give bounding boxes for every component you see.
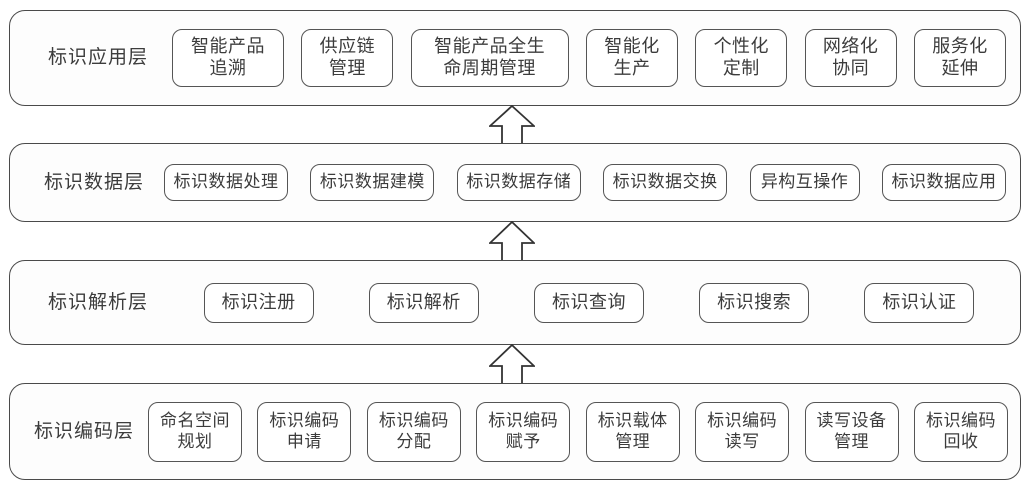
cell-networked-collaboration[interactable]: 网络化 协同 bbox=[804, 29, 897, 87]
cell-namespace-planning[interactable]: 命名空间 规划 bbox=[148, 401, 242, 462]
cell-product-lifecycle-management[interactable]: 智能产品全生 命周期管理 bbox=[410, 29, 569, 87]
arrow-coding-to-resolution bbox=[489, 344, 535, 385]
cell-identifier-data-storage[interactable]: 标识数据存储 bbox=[456, 164, 581, 201]
arrow-data-to-application bbox=[489, 105, 535, 145]
layer-cells-resolution: 标识注册 标识解析 标识查询 标识搜索 标识认证 bbox=[172, 261, 1020, 344]
layer-cells-data: 标识数据处理 标识数据建模 标识数据存储 标识数据交换 异构互操作 标识数据应用 bbox=[164, 144, 1020, 221]
cell-identifier-registration[interactable]: 标识注册 bbox=[203, 282, 314, 323]
arrow-resolution-to-data bbox=[489, 221, 535, 262]
layer-cells-coding: 命名空间 规划 标识编码 申请 标识编码 分配 标识编码 赋予 标识载体 管理 … bbox=[148, 384, 1020, 479]
cell-intelligent-production[interactable]: 智能化 生产 bbox=[585, 29, 678, 87]
cell-identifier-data-processing[interactable]: 标识数据处理 bbox=[164, 164, 288, 201]
cell-identifier-code-read-write[interactable]: 标识编码 读写 bbox=[695, 401, 790, 462]
cell-identifier-data-modeling[interactable]: 标识数据建模 bbox=[310, 164, 435, 201]
layer-panel-application: 标识应用层 智能产品 追溯 供应链 管理 智能产品全生 命周期管理 智能化 生产… bbox=[9, 10, 1021, 106]
cell-identifier-resolution[interactable]: 标识解析 bbox=[368, 282, 479, 323]
layer-title-application: 标识应用层 bbox=[47, 47, 148, 69]
cell-identifier-search[interactable]: 标识搜索 bbox=[699, 282, 810, 323]
layer-title-resolution: 标识解析层 bbox=[47, 291, 148, 313]
layer-panel-resolution: 标识解析层 标识注册 标识解析 标识查询 标识搜索 标识认证 bbox=[9, 260, 1021, 345]
layer-title-data: 标识数据层 bbox=[43, 171, 144, 193]
cell-identifier-code-assignment[interactable]: 标识编码 赋予 bbox=[476, 401, 571, 462]
cell-smart-product-tracing[interactable]: 智能产品 追溯 bbox=[172, 29, 284, 87]
cell-identifier-code-recycling[interactable]: 标识编码 回收 bbox=[913, 401, 1008, 462]
cell-supply-chain-management[interactable]: 供应链 管理 bbox=[301, 29, 394, 87]
cell-service-extension[interactable]: 服务化 延伸 bbox=[913, 29, 1006, 87]
cell-identifier-carrier-management[interactable]: 标识载体 管理 bbox=[585, 401, 680, 462]
layer-cells-application: 智能产品 追溯 供应链 管理 智能产品全生 命周期管理 智能化 生产 个性化 定… bbox=[172, 11, 1020, 105]
cell-reader-device-management[interactable]: 读写设备 管理 bbox=[804, 401, 899, 462]
cell-identifier-authentication[interactable]: 标识认证 bbox=[864, 282, 975, 323]
layer-title-coding: 标识编码层 bbox=[33, 420, 134, 442]
cell-identifier-query[interactable]: 标识查询 bbox=[533, 282, 644, 323]
cell-identifier-data-application[interactable]: 标识数据应用 bbox=[881, 164, 1006, 201]
cell-identifier-data-exchange[interactable]: 标识数据交换 bbox=[603, 164, 728, 201]
cell-heterogeneous-interoperation[interactable]: 异构互操作 bbox=[749, 164, 860, 201]
cell-personalized-customization[interactable]: 个性化 定制 bbox=[695, 29, 788, 87]
layer-panel-data: 标识数据层 标识数据处理 标识数据建模 标识数据存储 标识数据交换 异构互操作 … bbox=[9, 143, 1021, 222]
cell-identifier-code-application[interactable]: 标识编码 申请 bbox=[257, 401, 352, 462]
layer-panel-coding: 标识编码层 命名空间 规划 标识编码 申请 标识编码 分配 标识编码 赋予 标识… bbox=[9, 383, 1021, 480]
cell-identifier-code-allocation[interactable]: 标识编码 分配 bbox=[366, 401, 461, 462]
